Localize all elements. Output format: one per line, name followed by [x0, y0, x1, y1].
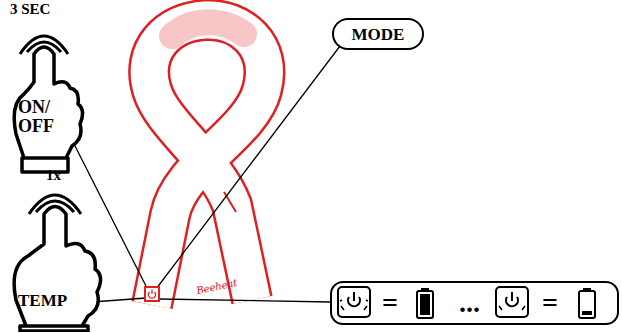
leader-line	[156, 46, 340, 289]
hand-shape	[14, 47, 82, 172]
scarf-button	[145, 287, 159, 301]
battery-indicator-box: =... =	[330, 281, 619, 325]
battery-empty	[579, 291, 595, 318]
button-name: MODE	[334, 26, 422, 44]
button-square	[145, 287, 159, 301]
scarf-fill	[149, 20, 264, 305]
press-count: 1x	[46, 168, 76, 184]
hand-shape	[14, 207, 100, 332]
scarf-crossing	[224, 192, 236, 212]
battery-full	[417, 291, 433, 318]
power-button-icon	[496, 287, 528, 317]
leader-lines	[72, 46, 340, 302]
battery-icons	[338, 287, 595, 318]
leader-line	[92, 298, 146, 302]
battery-level	[420, 294, 430, 315]
heat-glow	[172, 22, 244, 36]
power-symbol	[348, 292, 360, 306]
blink-marks	[499, 306, 525, 310]
press-arcs	[29, 195, 81, 214]
press-arcs	[20, 36, 68, 54]
hand-button: 1xTEMP	[4, 166, 108, 332]
scarf-outline	[149, 20, 264, 305]
power-symbol	[506, 292, 518, 306]
scarf	[149, 20, 264, 305]
button-name: ON/ OFF	[18, 98, 60, 136]
button-name: TEMP	[18, 292, 88, 310]
mode-box: MODE	[332, 18, 424, 50]
hand-outline	[4, 0, 88, 174]
power-symbol	[148, 290, 155, 299]
leader-line	[159, 299, 330, 302]
blink-marks	[340, 300, 368, 310]
ellipsis: ...	[459, 288, 495, 317]
equals-sign: =	[542, 288, 568, 317]
press-duration: 3 SEC	[10, 2, 80, 18]
hand-button: 3 SEC ON/ OFF	[4, 0, 88, 174]
battery-level	[582, 311, 592, 315]
power-button-icon	[338, 287, 370, 317]
equals-sign: =	[382, 288, 408, 317]
